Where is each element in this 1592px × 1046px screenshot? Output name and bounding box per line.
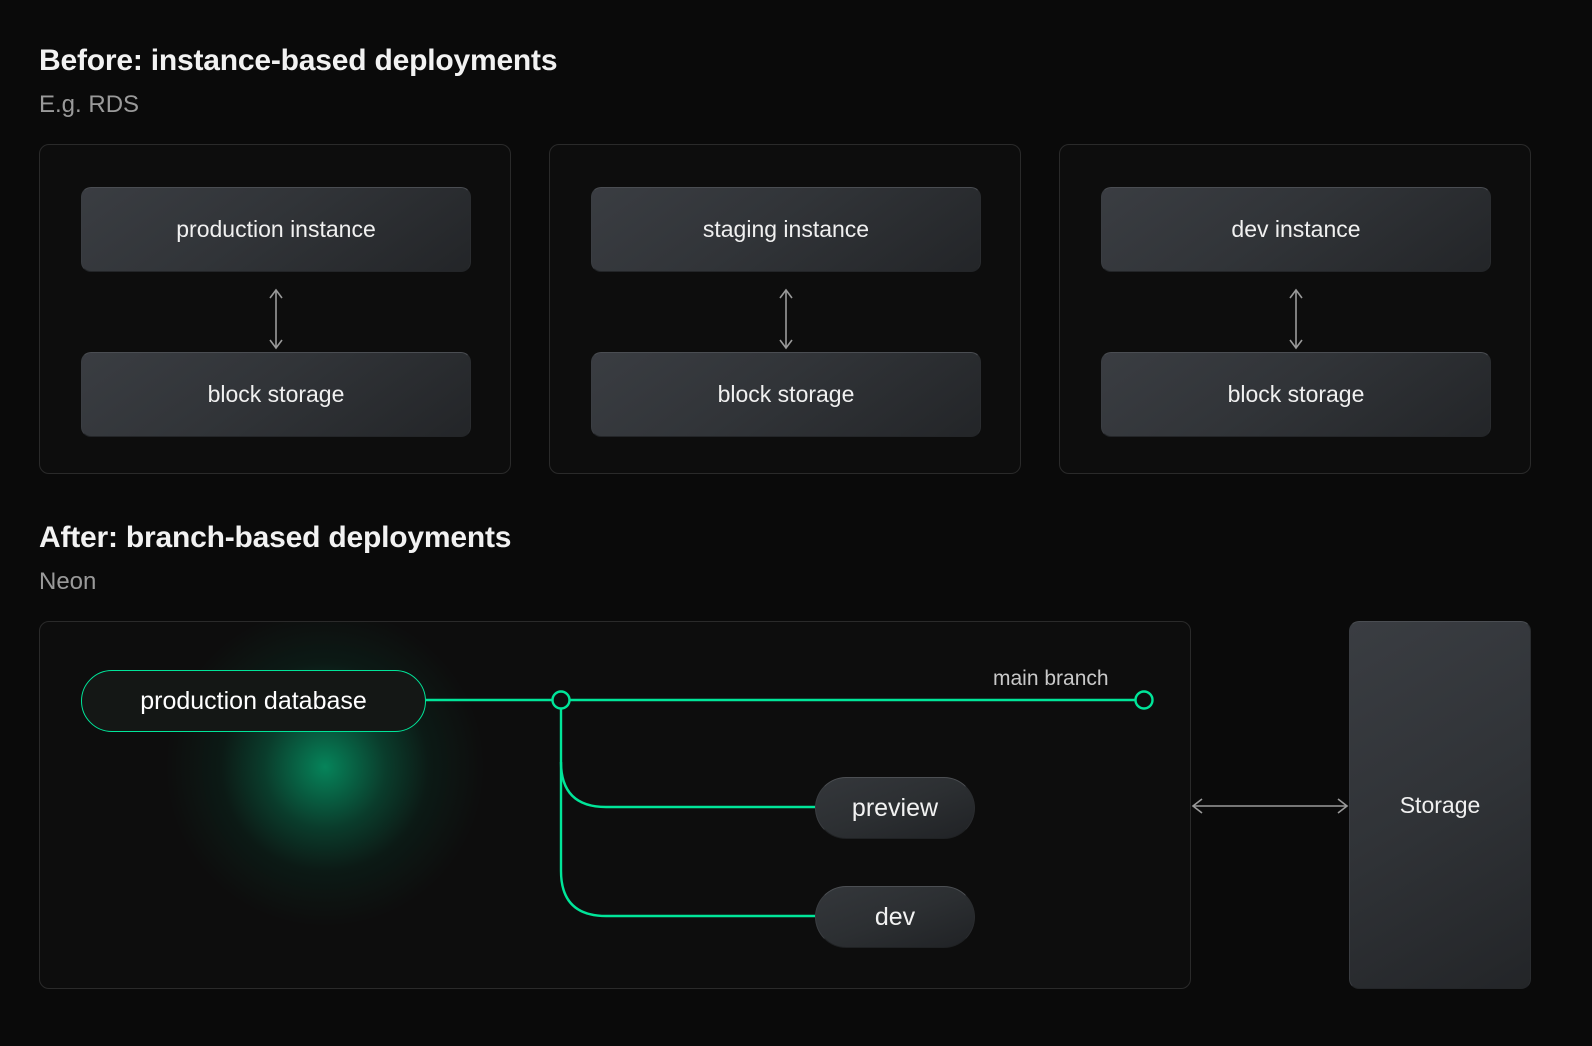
instance-box: staging instance — [591, 187, 981, 272]
before-panel-production: production instance block storage — [39, 144, 511, 474]
block-storage-box: block storage — [1101, 352, 1491, 437]
before-section-title: Before: instance-based deployments — [39, 44, 558, 77]
instance-box: production instance — [81, 187, 471, 272]
block-storage-box: block storage — [81, 352, 471, 437]
branch-node-dev[interactable]: dev — [815, 886, 975, 948]
after-panel-branches: production database main branch preview … — [39, 621, 1191, 989]
bidirectional-arrow-icon — [269, 288, 283, 350]
instance-box: dev instance — [1101, 187, 1491, 272]
after-section-subtitle: Neon — [39, 568, 97, 595]
before-panel-staging: staging instance block storage — [549, 144, 1021, 474]
before-section-subtitle: E.g. RDS — [39, 91, 140, 118]
branch-node-preview[interactable]: preview — [815, 777, 975, 839]
main-branch-label: main branch — [993, 667, 1109, 690]
storage-box: Storage — [1349, 621, 1531, 989]
production-database-node[interactable]: production database — [81, 670, 426, 732]
storage-bidirectional-arrow-icon — [1191, 798, 1349, 814]
block-storage-box: block storage — [591, 352, 981, 437]
bidirectional-arrow-icon — [1289, 288, 1303, 350]
before-panel-dev: dev instance block storage — [1059, 144, 1531, 474]
after-section-title: After: branch-based deployments — [39, 521, 512, 554]
branch-graph — [426, 690, 1154, 918]
bidirectional-arrow-icon — [779, 288, 793, 350]
